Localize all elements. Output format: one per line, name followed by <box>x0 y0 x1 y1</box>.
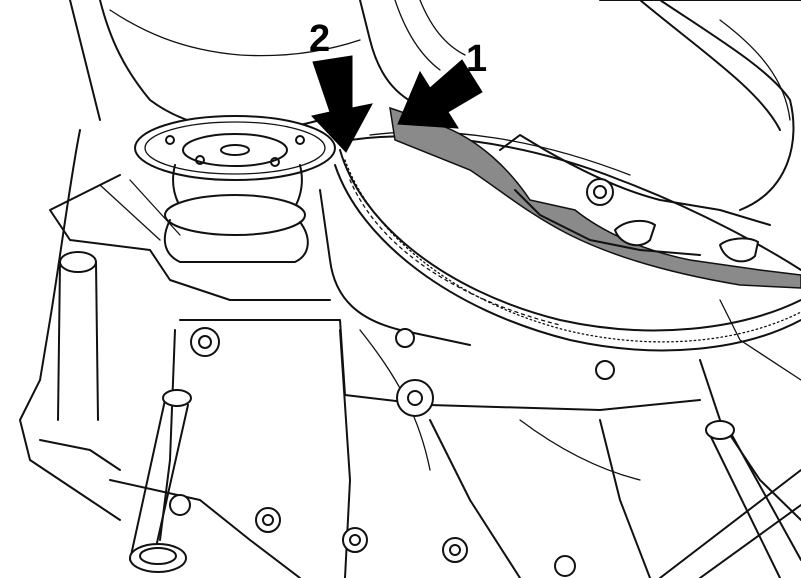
top-right-cylinder <box>599 0 801 211</box>
gearbox-housing <box>19 129 801 578</box>
rod-right <box>659 420 801 578</box>
callout-label-1: 1 <box>466 38 488 80</box>
hose-left <box>129 389 192 573</box>
callout-label-2: 2 <box>309 18 331 60</box>
bracket <box>499 134 771 263</box>
bearing-assembly <box>134 115 336 263</box>
arrow-1 <box>397 59 483 129</box>
arrow-2 <box>311 55 373 153</box>
